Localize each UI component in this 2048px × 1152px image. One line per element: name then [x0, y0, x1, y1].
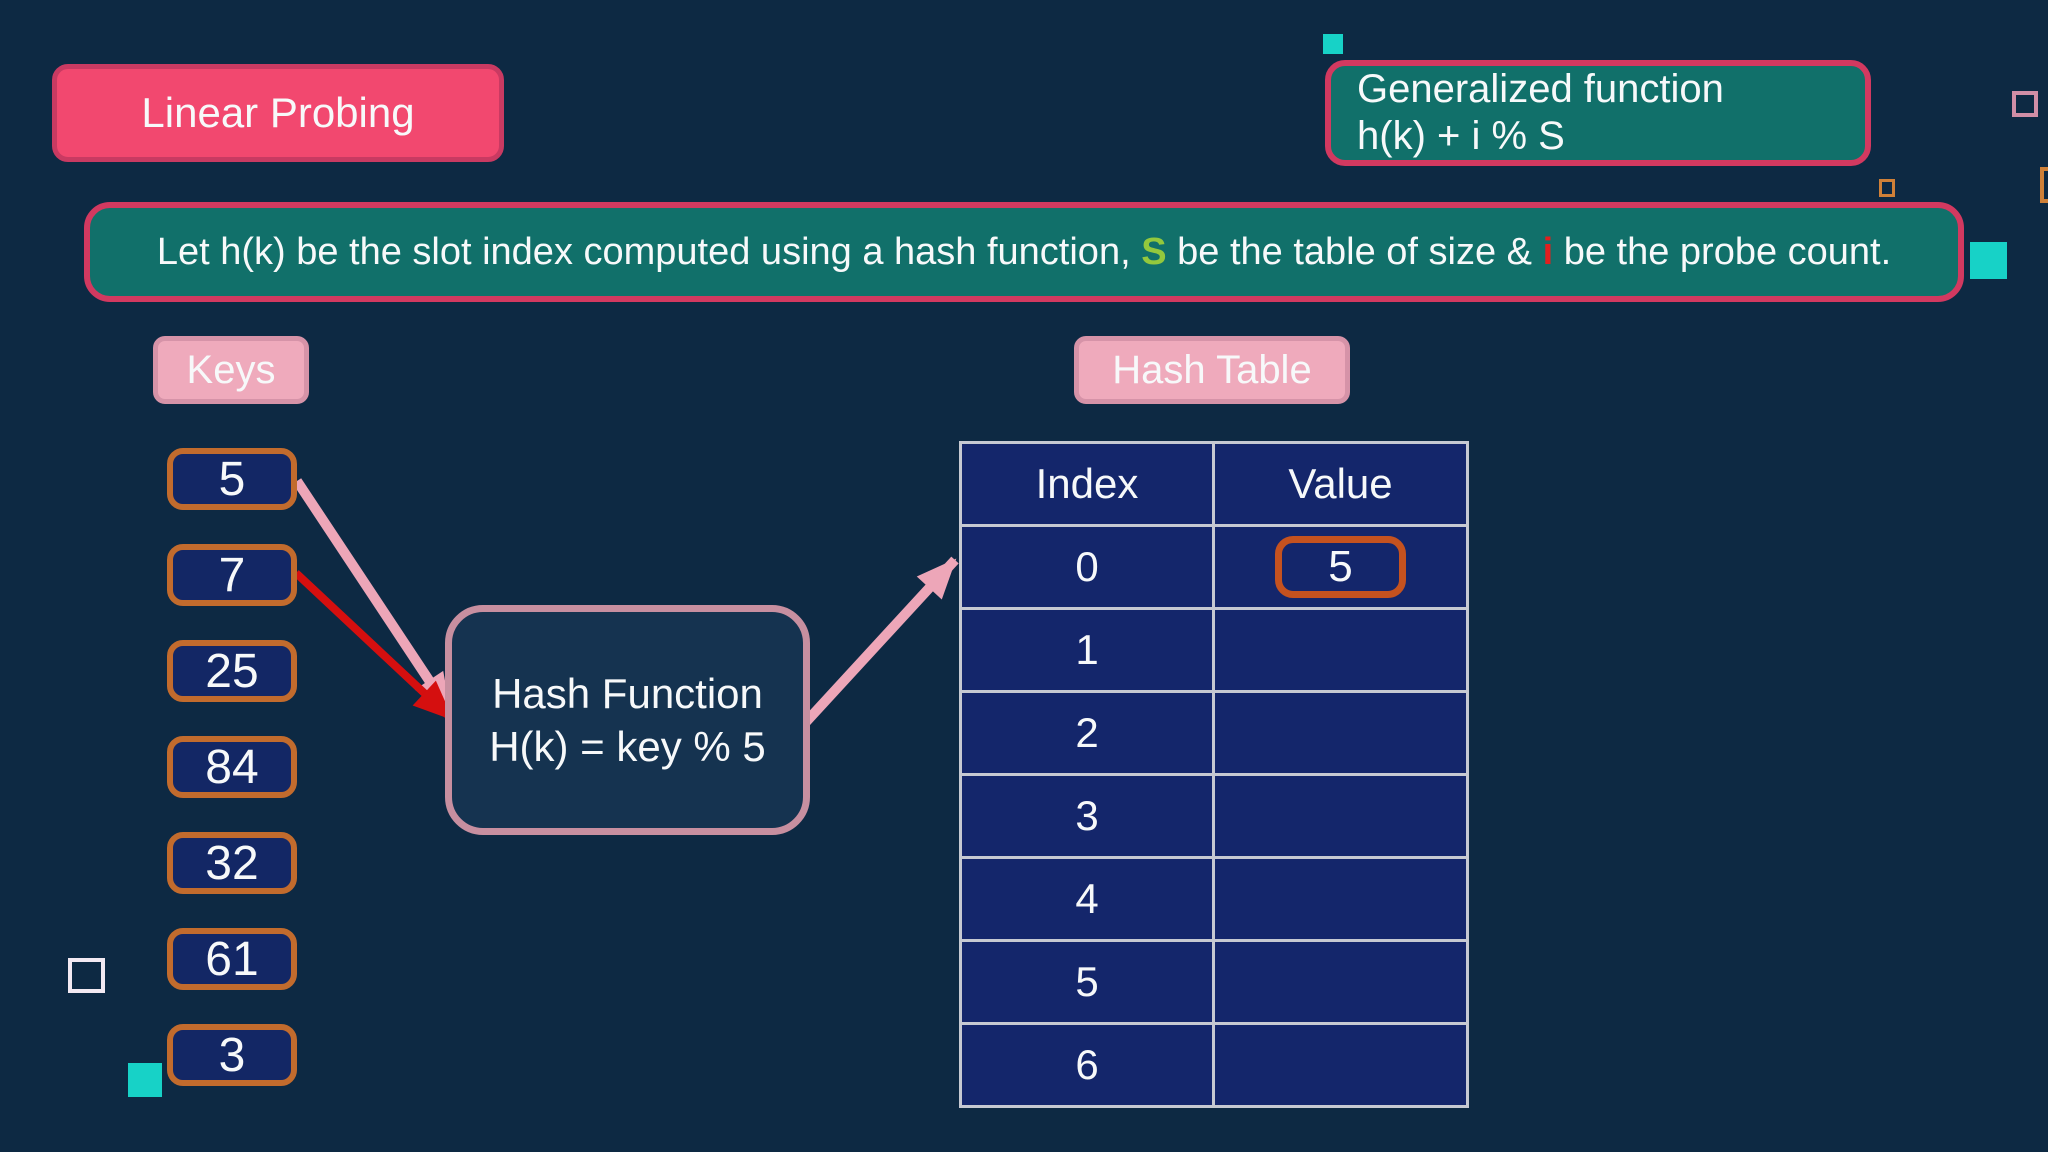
decor-square-orange-small: [1879, 179, 1895, 197]
decor-square-pink-outline: [2012, 91, 2038, 117]
key-box-7: 7: [167, 544, 297, 606]
decor-square-cyan-top: [1323, 34, 1343, 54]
column-header-index: Index: [962, 444, 1212, 524]
column-header-value: Value: [1215, 444, 1466, 524]
value-cell-1: [1215, 610, 1466, 690]
index-cell-2: 2: [962, 693, 1212, 773]
index-cell-3: 3: [962, 776, 1212, 856]
decor-square-white-outline: [68, 958, 105, 993]
title-badge: Linear Probing: [52, 64, 504, 162]
value-cell-6: [1215, 1025, 1466, 1105]
keys-label: Keys: [153, 336, 309, 404]
value-cell-4: [1215, 859, 1466, 939]
key-box-61: 61: [167, 928, 297, 990]
decor-square-orange-edge: [2040, 167, 2048, 203]
generalized-function-line1: Generalized function: [1357, 67, 1724, 111]
key-box-32: 32: [167, 832, 297, 894]
inserted-value-box: 5: [1275, 536, 1406, 598]
value-cell-0: 5: [1215, 527, 1466, 607]
hash-table-label-text: Hash Table: [1112, 347, 1312, 392]
banner-segment: Let h(k) be the slot index computed usin…: [156, 230, 1142, 273]
arrow-hash-function-to-slot-0: [802, 556, 959, 726]
key-box-3: 3: [167, 1024, 297, 1086]
key-box-25: 25: [167, 640, 297, 702]
index-cell-1: 1: [962, 610, 1212, 690]
decor-square-teal-right: [1970, 242, 2007, 279]
generalized-function-box: Generalized function h(k) + i % S: [1325, 60, 1871, 166]
banner-segment: i: [1542, 230, 1554, 273]
decor-square-teal-bottom: [128, 1063, 162, 1097]
index-cell-0: 0: [962, 527, 1212, 607]
value-cell-2: [1215, 693, 1466, 773]
keys-label-text: Keys: [186, 347, 276, 392]
title-label: Linear Probing: [141, 89, 415, 136]
banner-segment: be the table of size &: [1166, 230, 1543, 273]
hash-function-box: Hash Function H(k) = key % 5: [445, 605, 810, 835]
value-cell-5: [1215, 942, 1466, 1022]
banner-segment: S: [1141, 230, 1167, 273]
hash-function-line2: H(k) = key % 5: [489, 723, 766, 770]
arrow-key-5-to-hash-function: [292, 478, 455, 715]
definition-banner: Let h(k) be the slot index computed usin…: [84, 202, 1964, 302]
key-box-84: 84: [167, 736, 297, 798]
generalized-function-line2: h(k) + i % S: [1357, 114, 1565, 158]
value-cell-3: [1215, 776, 1466, 856]
index-cell-4: 4: [962, 859, 1212, 939]
index-cell-6: 6: [962, 1025, 1212, 1105]
key-box-5: 5: [167, 448, 297, 510]
index-cell-5: 5: [962, 942, 1212, 1022]
hash-function-line1: Hash Function: [492, 670, 763, 717]
hash-table-label: Hash Table: [1074, 336, 1350, 404]
banner-segment: be the probe count.: [1553, 230, 1892, 273]
arrow-key-7-to-hash-function: [293, 570, 455, 722]
